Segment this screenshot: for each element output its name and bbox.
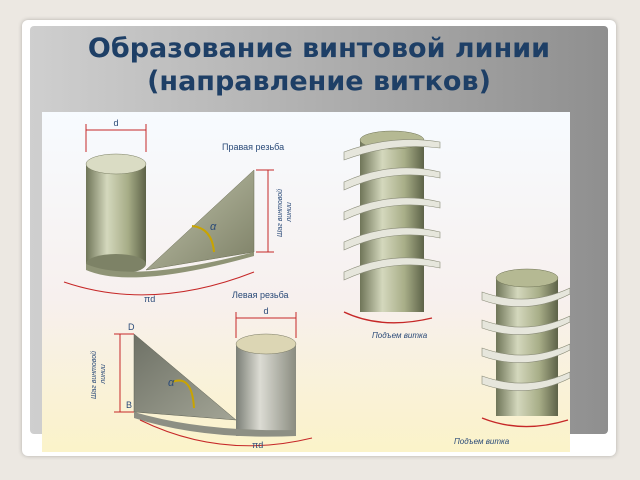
right-hand-screw: Подъем витка (343, 130, 441, 340)
diameter-label-bottom: d (263, 306, 268, 316)
helix-diagram: d α Шаг винтовой линии (63, 118, 571, 450)
right-thread-construction: d α Шаг винтовой линии (63, 118, 293, 304)
point-d-label: D (128, 322, 135, 332)
svg-text:Шаг винтовой линии: Шаг винтовой линии (90, 349, 107, 399)
pitch-label-top-line2: линии (286, 202, 293, 223)
helix-illustration: d α Шаг винтовой линии (42, 112, 571, 452)
pitch-label-top-line1: Шаг винтовой (276, 189, 284, 237)
circumference-label-bottom: πd (252, 440, 263, 450)
diameter-label-top: d (113, 118, 118, 128)
turn-rise-label-bottom: Подъем витка (454, 437, 510, 446)
point-b-label: B (126, 400, 132, 410)
angle-label-top: α (210, 221, 217, 233)
angle-label-bottom: α (168, 377, 175, 389)
svg-text:Шаг винтовой линии: Шаг винтовой линии (276, 187, 293, 237)
circumference-label-top: πd (144, 294, 155, 304)
pitch-label-bottom-line2: линии (100, 364, 107, 385)
slide-title: Образование винтовой линии (направление … (30, 32, 608, 98)
slide: Образование винтовой линии (направление … (22, 20, 616, 456)
left-thread-label: Левая резьба (232, 290, 289, 300)
title-line-1: Образование винтовой линии (87, 33, 551, 64)
left-hand-screw: Подъем витка (454, 268, 571, 446)
left-thread-construction: Левая резьба d α D B (90, 290, 313, 450)
turn-rise-label-top: Подъем витка (372, 331, 428, 340)
pitch-label-bottom-line1: Шаг винтовой (90, 351, 98, 399)
right-thread-label: Правая резьба (222, 142, 284, 152)
title-line-2: (направление витков) (147, 66, 491, 97)
